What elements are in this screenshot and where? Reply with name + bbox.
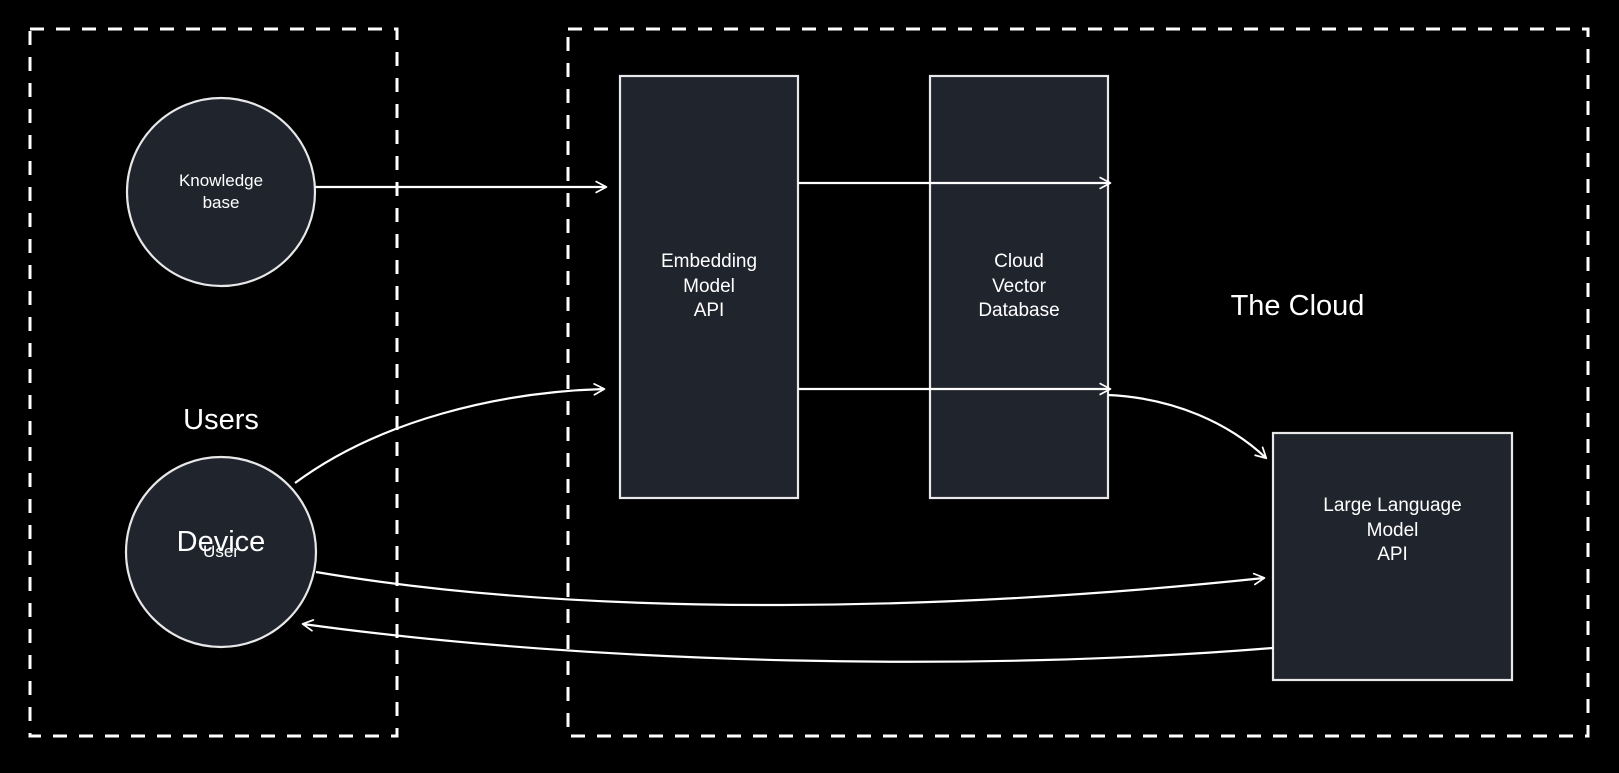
zone-title-line: Device bbox=[176, 525, 266, 558]
zone-title-the-cloud: The Cloud bbox=[1175, 204, 1420, 410]
zone-border-users-device bbox=[28, 27, 399, 738]
node-shape-user[interactable] bbox=[124, 455, 318, 649]
node-shape-cloud-vector-database[interactable] bbox=[928, 74, 1110, 500]
edge-user-to-llm bbox=[315, 570, 1266, 607]
node-shape-knowledge-base[interactable] bbox=[125, 96, 317, 288]
edge-llm-to-user bbox=[301, 619, 1274, 663]
zone-title-users-device: Users Device bbox=[91, 318, 351, 646]
node-shape-large-language-model-api[interactable] bbox=[1271, 431, 1514, 682]
node-shape-embedding-model-api[interactable] bbox=[618, 74, 800, 500]
zone-title-line: Users bbox=[183, 404, 259, 437]
edge-user-to-embedding bbox=[294, 383, 606, 484]
zone-border-the-cloud bbox=[566, 27, 1590, 738]
zone-title-line: The Cloud bbox=[1230, 290, 1365, 323]
edge-vector-db-to-llm bbox=[1107, 393, 1268, 460]
